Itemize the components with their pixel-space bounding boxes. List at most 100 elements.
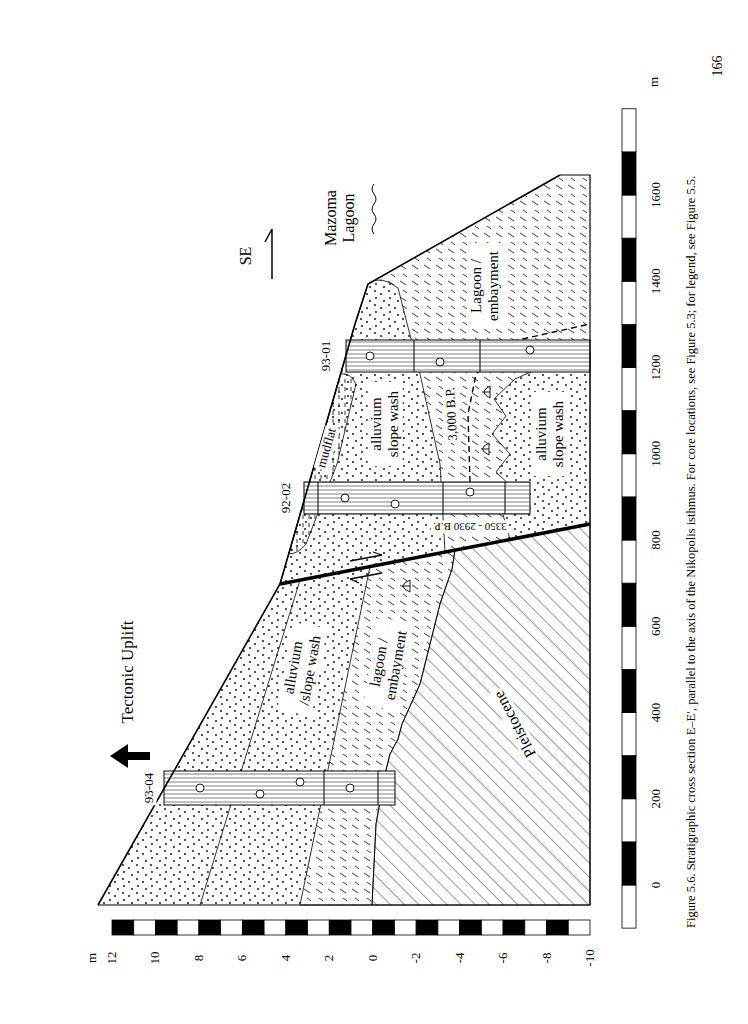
- axis-tick-label: -4: [452, 951, 467, 966]
- scale-segment: [525, 920, 547, 935]
- shell-symbol: [402, 580, 410, 592]
- figure-caption: Figure 5.6. Stratigraphic cross section …: [684, 66, 698, 930]
- axis-tick-label: 0: [365, 953, 380, 964]
- scale-segment: [199, 920, 221, 935]
- annotation-label: Tectonic Uplift: [118, 618, 138, 725]
- scale-segment: [622, 497, 636, 540]
- scale-segment: [622, 238, 636, 281]
- core-divider: [318, 482, 505, 514]
- core-symbols: [196, 346, 534, 798]
- axis-tick-label: 6: [235, 953, 250, 964]
- scale-segment: [481, 920, 503, 935]
- core-fill: [304, 482, 530, 514]
- axis-tick-label: 1400: [649, 266, 664, 296]
- bedding-line: [200, 580, 300, 905]
- scale-segment: [286, 920, 308, 935]
- scale-segment: [622, 195, 636, 238]
- scale-segment: [460, 920, 482, 935]
- shell-symbol: [481, 443, 489, 455]
- core-symbol: [296, 778, 304, 786]
- shell-symbol: [482, 386, 490, 398]
- axis-tick-label: 4: [278, 953, 293, 964]
- scale-segment: [177, 920, 199, 935]
- scale-segment: [622, 324, 636, 367]
- core-symbol: [341, 494, 349, 502]
- axis-tick-label: 2: [322, 953, 337, 964]
- water-symbol: [372, 184, 376, 234]
- scale-segment: [622, 454, 636, 497]
- axis-tick-label: -10: [583, 947, 598, 968]
- scale-segment: [622, 281, 636, 324]
- unit-label: alluvium slope wash: [533, 392, 568, 476]
- axis-tick-label: 1200: [649, 353, 664, 383]
- axis-tick-label: 1600: [649, 180, 664, 210]
- scale-segment: [622, 885, 636, 928]
- core-divider: [324, 771, 378, 805]
- ground-surface: [98, 175, 560, 905]
- axis-tick-label: -8: [539, 951, 554, 966]
- scale-segment: [416, 920, 438, 935]
- scale-bars: [112, 109, 636, 935]
- axis-tick-label: 200: [649, 787, 664, 811]
- scale-segment: [568, 920, 590, 935]
- axis-tick-label: 10: [148, 950, 163, 967]
- axis-unit: m: [85, 951, 100, 965]
- axis-tick-label: 800: [649, 528, 664, 552]
- scale-segment: [242, 920, 264, 935]
- core-column: [164, 771, 395, 805]
- date-label: 3350 - 2930 B.P.: [431, 521, 509, 534]
- scale-segment: [622, 411, 636, 454]
- section-frame: [98, 175, 590, 905]
- scale-segment: [622, 669, 636, 712]
- direction-arrow: [265, 229, 272, 279]
- uplift-arrow: [110, 744, 150, 768]
- core-label: 93-04: [142, 771, 157, 805]
- pleistocene-unit: [372, 524, 590, 905]
- core-symbol: [366, 352, 374, 360]
- scale-segment: [622, 583, 636, 626]
- core-symbol: [346, 784, 354, 792]
- axis-tick-label: -6: [496, 951, 511, 966]
- direction-label: SE: [237, 245, 255, 268]
- axis-tick-label: 1000: [649, 439, 664, 469]
- scale-segment: [622, 842, 636, 885]
- scale-segment: [112, 920, 134, 935]
- scale-segment: [308, 920, 330, 935]
- unit-label: alluvium slope wash: [368, 382, 403, 466]
- axis-tick-label: 12: [105, 950, 120, 967]
- water-body-label: Mazoma Lagoon: [322, 181, 359, 255]
- axis-tick-label: 0: [649, 880, 664, 891]
- scale-segment: [622, 109, 636, 152]
- scale-segment: [373, 920, 395, 935]
- scale-segment: [622, 799, 636, 842]
- core-symbol: [436, 358, 444, 366]
- scale-segment: [438, 920, 460, 935]
- axis-tick-label: 600: [649, 615, 664, 639]
- core-symbol: [256, 790, 264, 798]
- scale-segment: [351, 920, 373, 935]
- scale-segment: [622, 626, 636, 669]
- scale-segment: [547, 920, 569, 935]
- page-number: 166: [710, 54, 726, 79]
- scale-segment: [155, 920, 177, 935]
- axis-tick-label: 400: [649, 701, 664, 725]
- core-column: [304, 482, 530, 514]
- scale-segment: [134, 920, 156, 935]
- core-symbol: [196, 784, 204, 792]
- scale-segment: [329, 920, 351, 935]
- fault-arrow: [350, 573, 382, 583]
- scale-segment: [221, 920, 243, 935]
- scale-segment: [503, 920, 525, 935]
- axis-unit: m: [647, 75, 662, 89]
- core-column: [346, 340, 590, 372]
- fault-arrow: [350, 552, 382, 561]
- scale-segment: [622, 540, 636, 583]
- scale-segment: [622, 152, 636, 195]
- scale-segment: [622, 368, 636, 411]
- core-fill: [164, 771, 395, 805]
- unit-label: lagoon / embayment: [363, 617, 412, 711]
- unit-label: alluvium /slope wash: [277, 622, 326, 716]
